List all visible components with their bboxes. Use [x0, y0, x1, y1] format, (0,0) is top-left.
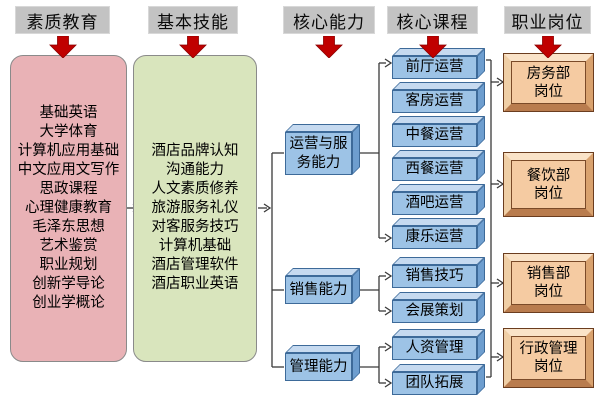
header-quality-education: 素质教育: [15, 6, 110, 34]
course-item: 计算机应用基础: [17, 143, 120, 159]
ability-sales: 销售能力: [285, 276, 352, 304]
core-course-team-building: 团队拓展: [392, 372, 477, 395]
skill-course-list: 酒店品牌认知 沟通能力 人文素质修养 旅游服务礼仪 对客服务技巧 计算机基础 酒…: [152, 142, 239, 294]
course-item: 酒店品牌认知: [151, 142, 239, 159]
course-item: 沟通能力: [166, 161, 224, 178]
course-item: 旅游服务礼仪: [151, 199, 239, 216]
course-item: 酒店管理软件: [151, 256, 239, 273]
red-down-arrow-icon: [49, 36, 77, 58]
header-basic-skills: 基本技能: [148, 6, 238, 34]
core-course-chinese-dining: 中餐运营: [392, 124, 477, 147]
ability-management: 管理能力: [285, 353, 352, 381]
red-down-arrow-icon: [315, 36, 343, 58]
red-down-arrow-icon: [179, 36, 207, 58]
quality-course-list: 基础英语 大学体育 计算机应用基础 中文应用文写作 思政课程 心理健康教育 毛泽…: [18, 104, 120, 313]
header-job-positions: 职业岗位: [504, 6, 591, 34]
course-item: 思政课程: [39, 181, 98, 197]
red-down-arrow-icon: [419, 36, 447, 58]
position-rooms-division: 房务部 岗位: [503, 53, 594, 112]
course-item: 职业规划: [39, 257, 98, 273]
core-course-front-office: 前厅运营: [392, 56, 477, 79]
position-sales-dept: 销售部 岗位: [503, 253, 594, 313]
position-administration: 行政管理 岗位: [503, 328, 594, 388]
course-item: 心理健康教育: [25, 200, 112, 216]
course-item: 计算机基础: [158, 237, 232, 254]
course-item: 毛泽东思想: [32, 219, 105, 235]
course-item: 中文应用文写作: [17, 162, 120, 178]
header-core-abilities: 核心能力: [283, 6, 375, 34]
core-course-mice-planning: 会展策划: [392, 300, 477, 323]
course-item: 大学体育: [39, 124, 98, 140]
core-course-sales-skills: 销售技巧: [392, 265, 477, 288]
course-item: 创业学概论: [32, 295, 105, 311]
header-core-courses: 核心课程: [387, 6, 478, 34]
course-item: 艺术鉴赏: [39, 238, 98, 254]
course-item: 基础英语: [39, 105, 98, 121]
core-course-bar: 酒吧运营: [392, 192, 477, 215]
ability-operations-service: 运营与服务能力: [285, 132, 352, 175]
core-course-recreation: 康乐运营: [392, 226, 477, 249]
core-course-hr-management: 人资管理: [392, 337, 477, 360]
basic-skills-box: 酒店品牌认知 沟通能力 人文素质修养 旅游服务礼仪 对客服务技巧 计算机基础 酒…: [133, 55, 257, 362]
position-food-beverage: 餐饮部 岗位: [503, 152, 594, 217]
course-item: 人文素质修养: [151, 180, 239, 197]
course-item: 创新学导论: [32, 276, 105, 292]
core-course-housekeeping: 客房运营: [392, 90, 477, 113]
course-item: 酒店职业英语: [151, 275, 239, 292]
quality-education-box: 基础英语 大学体育 计算机应用基础 中文应用文写作 思政课程 心理健康教育 毛泽…: [10, 55, 127, 362]
course-item: 对客服务技巧: [151, 218, 239, 235]
red-down-arrow-icon: [534, 36, 562, 58]
core-course-western-dining: 西餐运营: [392, 158, 477, 181]
